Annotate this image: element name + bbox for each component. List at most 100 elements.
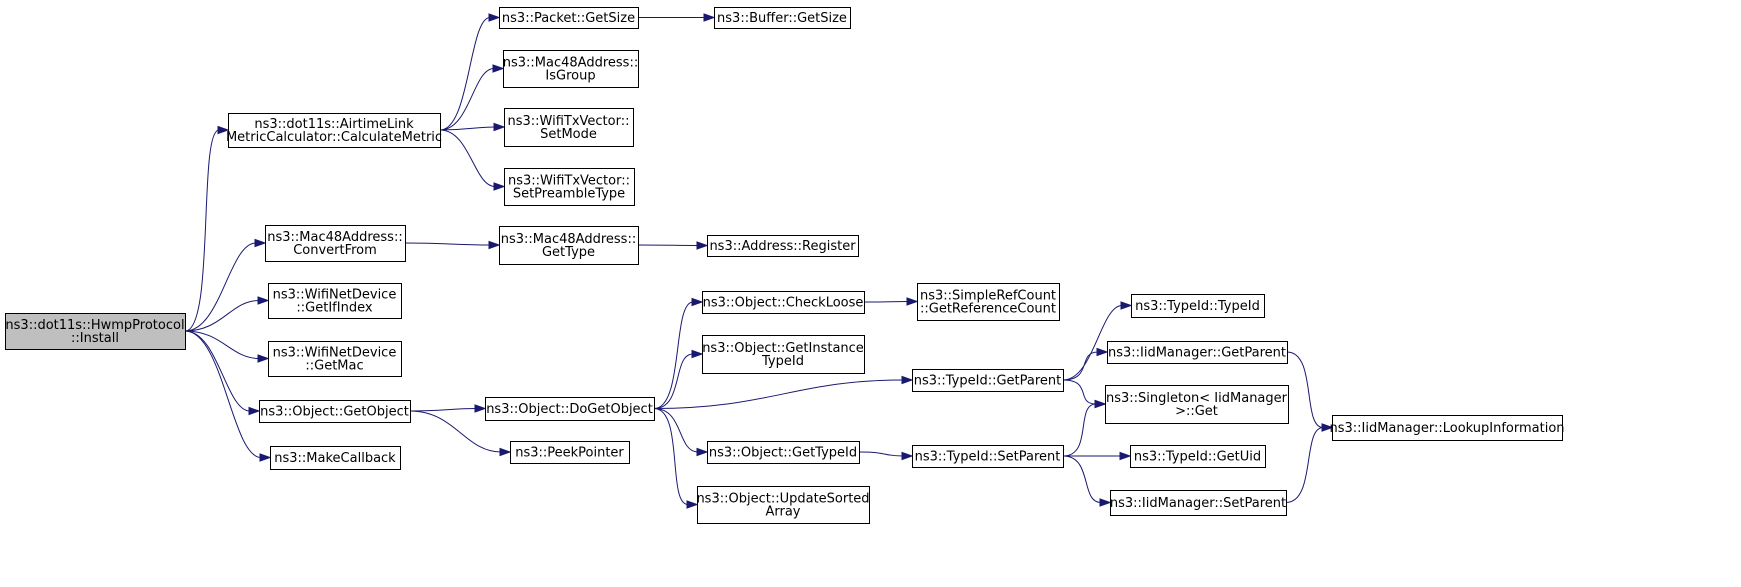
node-getObject[interactable]: ns3::Object::GetObject	[259, 400, 411, 423]
edge-iidSetParent-lookupInformation	[1285, 423, 1334, 503]
node-packetGetSize[interactable]: ns3::Packet::GetSize	[499, 7, 639, 29]
node-label: ns3::TypeId::SetParent	[915, 450, 1061, 465]
node-box	[510, 441, 630, 464]
node-label: ns3::TypeId::GetUid	[1134, 450, 1261, 465]
edge-doGetObject-objectGetTypeId	[653, 408, 709, 457]
node-singletonGet[interactable]: ns3::Singleton< IidManager>::Get	[1105, 385, 1289, 424]
node-label: ns3::PeekPointer	[515, 446, 624, 461]
edge-macGetType-addressRegister	[637, 241, 709, 250]
node-label: ns3::IidManager::SetParent	[1110, 496, 1286, 511]
node-label: ns3::Object::GetObject	[260, 405, 409, 420]
edge-install-convertFrom	[184, 238, 267, 332]
node-label: ns3::Mac48Address::	[267, 230, 402, 245]
edge-packetGetSize-bufferGetSize	[638, 13, 716, 22]
node-box	[1332, 415, 1563, 441]
node-typeIdGetUid[interactable]: ns3::TypeId::GetUid	[1130, 445, 1266, 468]
node-label: ns3::Buffer::GetSize	[717, 11, 847, 26]
node-label: ns3::TypeId::GetParent	[914, 374, 1062, 389]
node-box	[268, 341, 402, 377]
edge-typeIdGetParent-typeIdTypeId	[1062, 301, 1133, 381]
node-addressRegister[interactable]: ns3::Address::Register	[707, 235, 859, 257]
node-label: ns3::Mac48Address::	[503, 56, 638, 71]
node-macGetType[interactable]: ns3::Mac48Address::GetType	[499, 226, 639, 265]
node-label: ::Install	[71, 331, 119, 346]
edge-typeIdSetParent-singletonGet	[1062, 399, 1107, 457]
node-box	[503, 50, 639, 88]
node-label: ns3::TypeId::TypeId	[1135, 299, 1260, 314]
node-label: ns3::WifiNetDevice	[273, 346, 397, 361]
node-getMac[interactable]: ns3::WifiNetDevice::GetMac	[268, 341, 402, 377]
edge-getObject-peekPointer	[409, 410, 512, 457]
node-typeIdSetParent[interactable]: ns3::TypeId::SetParent	[912, 445, 1064, 468]
edge-objectGetTypeId-typeIdSetParent	[858, 451, 914, 461]
node-label: ::GetReferenceCount	[920, 302, 1056, 317]
node-checkLoose[interactable]: ns3::Object::CheckLoose	[702, 291, 865, 314]
node-iidSetParent[interactable]: ns3::IidManager::SetParent	[1110, 490, 1287, 516]
node-box	[1105, 385, 1289, 424]
edges-layer	[184, 13, 1334, 509]
edge-calculateMetric-isGroup	[439, 64, 505, 131]
edge-checkLoose-getReferenceCount	[863, 297, 919, 306]
edge-iidGetParent-lookupInformation	[1286, 351, 1334, 432]
node-iidGetParent[interactable]: ns3::IidManager::GetParent	[1107, 341, 1288, 364]
node-typeIdTypeId[interactable]: ns3::TypeId::TypeId	[1131, 294, 1265, 318]
node-label: ::GetMac	[305, 359, 363, 374]
node-label: ns3::IidManager::LookupInformation	[1329, 421, 1564, 436]
node-label: ns3::Object::UpdateSorted	[696, 492, 869, 507]
node-box	[1130, 445, 1266, 468]
node-label: ns3::WifiTxVector::	[508, 174, 630, 189]
node-install[interactable]: ns3::dot11s::HwmpProtocol::Install	[5, 313, 186, 350]
node-label: GetType	[542, 245, 595, 260]
edge-typeIdSetParent-iidSetParent	[1062, 455, 1112, 507]
node-label: ns3::Packet::GetSize	[502, 11, 635, 26]
node-label: SetPreambleType	[513, 187, 625, 202]
node-box	[499, 7, 639, 29]
node-label: ns3::Mac48Address::	[501, 232, 636, 247]
edge-calculateMetric-packetGetSize	[439, 13, 501, 131]
node-calculateMetric[interactable]: ns3::dot11s::AirtimeLinkMetricCalculator…	[226, 113, 442, 148]
node-box	[1131, 294, 1265, 318]
edge-typeIdGetParent-iidGetParent	[1062, 347, 1109, 381]
node-box	[714, 7, 851, 29]
node-box	[707, 235, 859, 257]
node-setPreambleType[interactable]: ns3::WifiTxVector::SetPreambleType	[504, 168, 635, 206]
node-label: MetricCalculator::CalculateMetric	[226, 130, 442, 145]
node-label: ns3::SimpleRefCount	[920, 289, 1056, 304]
edge-typeIdSetParent-typeIdGetUid	[1063, 451, 1132, 461]
node-label: SetMode	[540, 127, 597, 142]
edge-convertFrom-macGetType	[404, 240, 501, 250]
node-box	[912, 369, 1064, 392]
node-label: TypeId	[761, 354, 804, 369]
node-lookupInformation[interactable]: ns3::IidManager::LookupInformation	[1329, 415, 1565, 441]
edge-install-makeCallback	[184, 330, 272, 462]
node-getReferenceCount[interactable]: ns3::SimpleRefCount::GetReferenceCount	[917, 283, 1060, 321]
node-bufferGetSize[interactable]: ns3::Buffer::GetSize	[714, 7, 851, 29]
node-box	[228, 113, 441, 148]
node-box	[499, 226, 639, 265]
node-label: ns3::WifiTxVector::	[507, 114, 629, 129]
node-objectGetTypeId[interactable]: ns3::Object::GetTypeId	[707, 441, 860, 464]
node-label: ns3::Object::GetInstance	[702, 341, 864, 356]
node-label: ::GetIfIndex	[296, 301, 372, 316]
node-setMode[interactable]: ns3::WifiTxVector::SetMode	[504, 108, 634, 147]
node-convertFrom[interactable]: ns3::Mac48Address::ConvertFrom	[265, 225, 406, 262]
node-box	[1110, 490, 1287, 516]
nodes-layer: ns3::dot11s::HwmpProtocol::Install ns3::d…	[5, 7, 1565, 524]
node-box	[504, 168, 635, 206]
node-doGetObject[interactable]: ns3::Object::DoGetObject	[485, 397, 655, 421]
edge-install-getIfIndex	[184, 296, 270, 332]
node-typeIdGetParent[interactable]: ns3::TypeId::GetParent	[912, 369, 1064, 392]
node-getIfIndex[interactable]: ns3::WifiNetDevice::GetIfIndex	[268, 283, 402, 319]
node-peekPointer[interactable]: ns3::PeekPointer	[510, 441, 630, 464]
node-label: ns3::Object::DoGetObject	[486, 402, 653, 417]
node-box	[268, 283, 402, 319]
node-makeCallback[interactable]: ns3::MakeCallback	[270, 446, 401, 470]
node-label: ns3::MakeCallback	[274, 451, 396, 466]
node-label: Array	[765, 505, 800, 520]
node-box	[707, 441, 860, 464]
node-isGroup[interactable]: ns3::Mac48Address::IsGroup	[503, 50, 639, 88]
node-box	[270, 446, 401, 470]
node-label: ConvertFrom	[293, 243, 377, 258]
